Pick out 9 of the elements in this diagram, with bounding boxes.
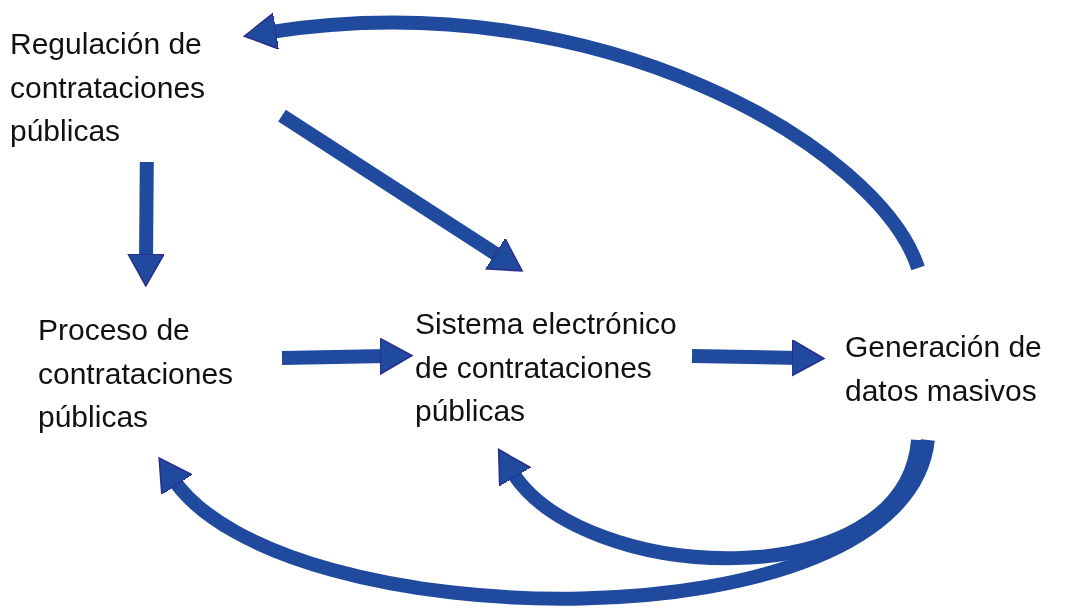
arrow — [278, 109, 523, 272]
node-label: Regulación de contrataciones públicas — [10, 26, 207, 149]
arrow — [243, 12, 925, 271]
arrow — [281, 337, 413, 375]
node-label: Proceso de contrataciones públicas — [38, 312, 235, 435]
arrow — [127, 161, 165, 287]
node-label: Generación de datos masivos — [845, 329, 1043, 409]
node-label: Sistema electrónico de contrataciones públicas — [415, 306, 678, 429]
arrow — [691, 339, 825, 377]
